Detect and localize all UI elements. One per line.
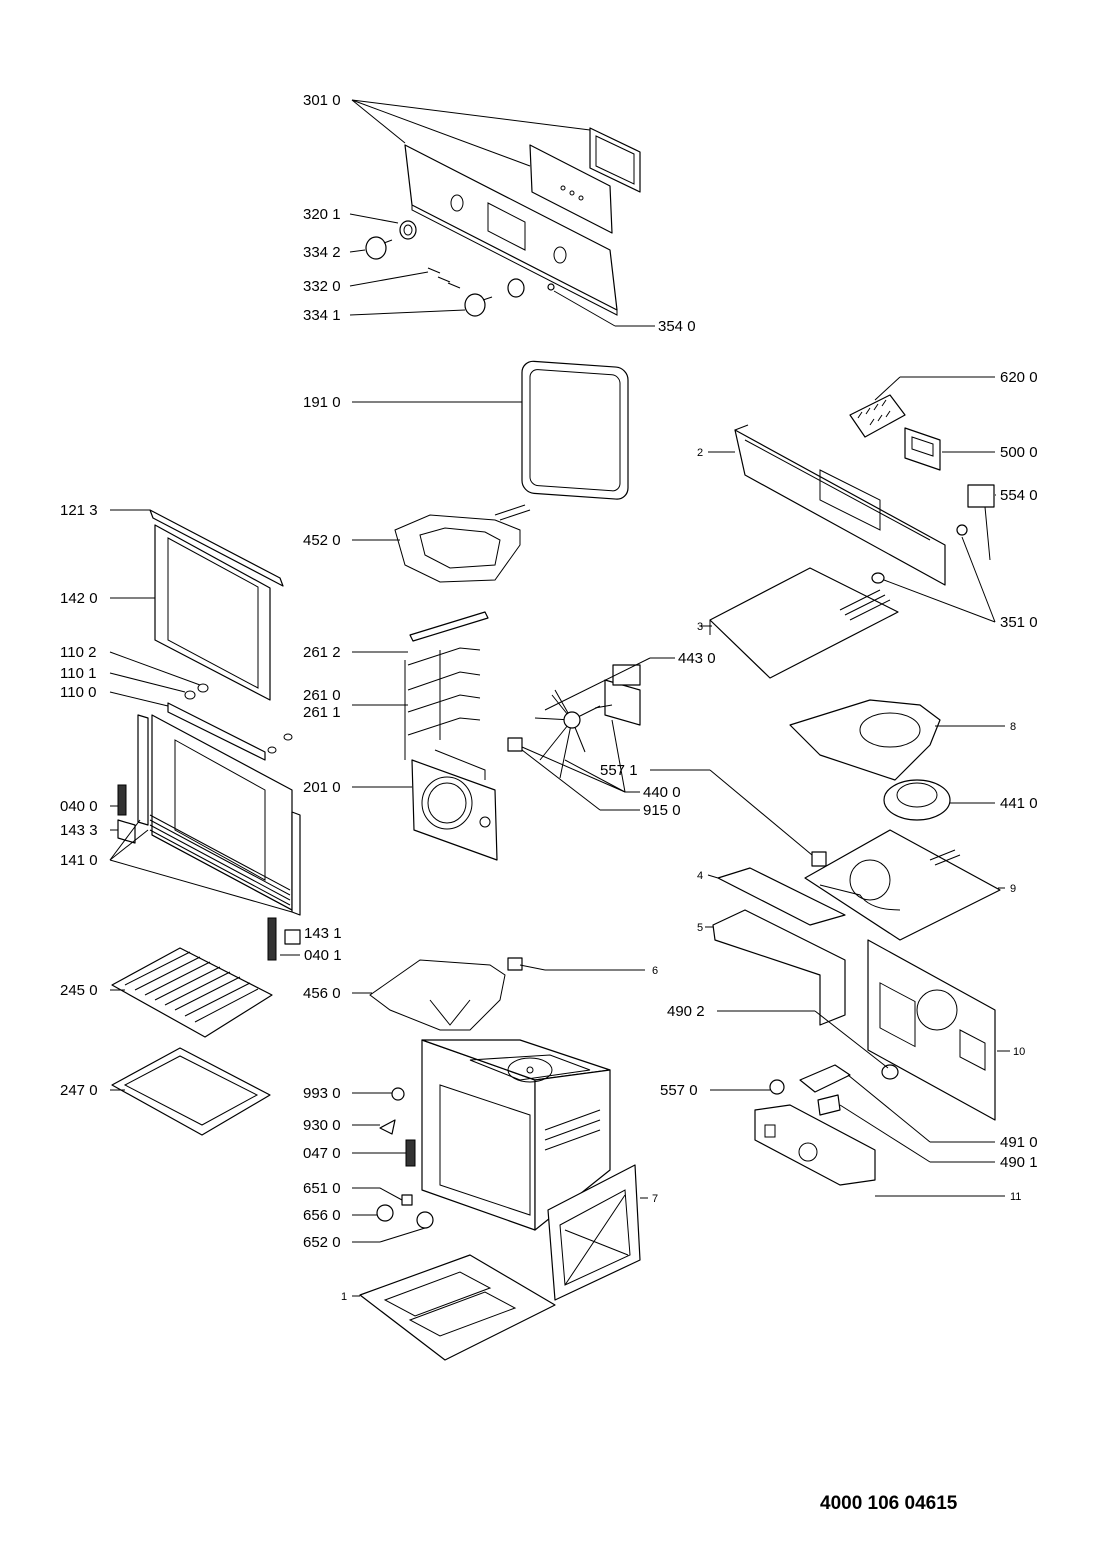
oven-door-group [117,509,301,961]
label-557-0: 557 0 [660,1082,698,1099]
label-110-2: 110 2 [60,644,96,661]
label-301-0: 301 0 [303,92,341,109]
label-3: 3 [697,621,703,633]
oven-cavity [359,1039,641,1361]
label-620-0: 620 0 [1000,369,1038,386]
label-334-2: 334 2 [303,244,341,261]
label-142-0: 142 0 [60,590,98,607]
label-121-3: 121 3 [60,502,98,519]
label-334-1: 334 1 [303,307,341,324]
label-261-0: 261 0 [303,687,341,704]
label-10: 10 [1013,1046,1025,1058]
label-201-0: 201 0 [303,779,341,796]
label-9: 9 [1010,883,1016,895]
part-labels: 301 0 320 1 334 2 332 0 334 1 354 0 191 … [60,92,1038,1303]
label-651-0: 651 0 [303,1180,341,1197]
label-652-0: 652 0 [303,1234,341,1251]
label-351-0: 351 0 [1000,614,1038,631]
label-261-1: 261 1 [303,704,341,721]
grill-element [394,504,531,583]
bottom-element [369,957,523,1031]
label-332-0: 332 0 [303,278,341,295]
label-656-0: 656 0 [303,1207,341,1224]
electronics-group [709,394,1001,1186]
label-4: 4 [697,870,703,882]
label-141-0: 141 0 [60,852,98,869]
label-8: 8 [1010,721,1016,733]
control-panel-group [365,127,641,317]
label-143-3: 143 3 [60,822,98,839]
fan-motor-assembly [507,664,641,779]
label-247-0: 247 0 [60,1082,98,1099]
label-500-0: 500 0 [1000,444,1038,461]
label-554-0: 554 0 [1000,487,1038,504]
shelf-supports [404,611,489,760]
label-452-0: 452 0 [303,532,341,549]
label-11: 11 [1010,1191,1021,1203]
oven-racks [111,947,273,1136]
rear-fan-cover [411,749,498,861]
door-gasket [521,360,629,500]
label-040-0: 040 0 [60,798,98,815]
label-245-0: 245 0 [60,982,98,999]
label-191-0: 191 0 [303,394,341,411]
document-number: 4000 106 04615 [820,1493,958,1514]
label-930-0: 930 0 [303,1117,341,1134]
label-6: 6 [652,965,658,977]
label-441-0: 441 0 [1000,795,1038,812]
label-110-0: 110 0 [60,684,96,701]
label-1: 1 [341,1291,347,1303]
label-490-2: 490 2 [667,1003,705,1020]
label-2: 2 [697,447,703,459]
label-354-0: 354 0 [658,318,696,335]
label-443-0: 443 0 [678,650,716,667]
label-490-1: 490 1 [1000,1154,1038,1171]
label-440-0: 440 0 [643,784,681,801]
label-456-0: 456 0 [303,985,341,1002]
label-143-1: 143 1 [304,925,342,942]
label-7: 7 [652,1193,658,1205]
label-040-1: 040 1 [304,947,342,964]
label-047-0: 047 0 [303,1145,341,1162]
label-110-1: 110 1 [60,665,96,682]
label-5: 5 [697,922,703,934]
label-557-1: 557 1 [600,762,638,779]
label-261-2: 261 2 [303,644,341,661]
label-915-0: 915 0 [643,802,681,819]
leader-lines [109,99,1010,1297]
label-993-0: 993 0 [303,1085,341,1102]
label-320-1: 320 1 [303,206,341,223]
label-491-0: 491 0 [1000,1134,1038,1151]
